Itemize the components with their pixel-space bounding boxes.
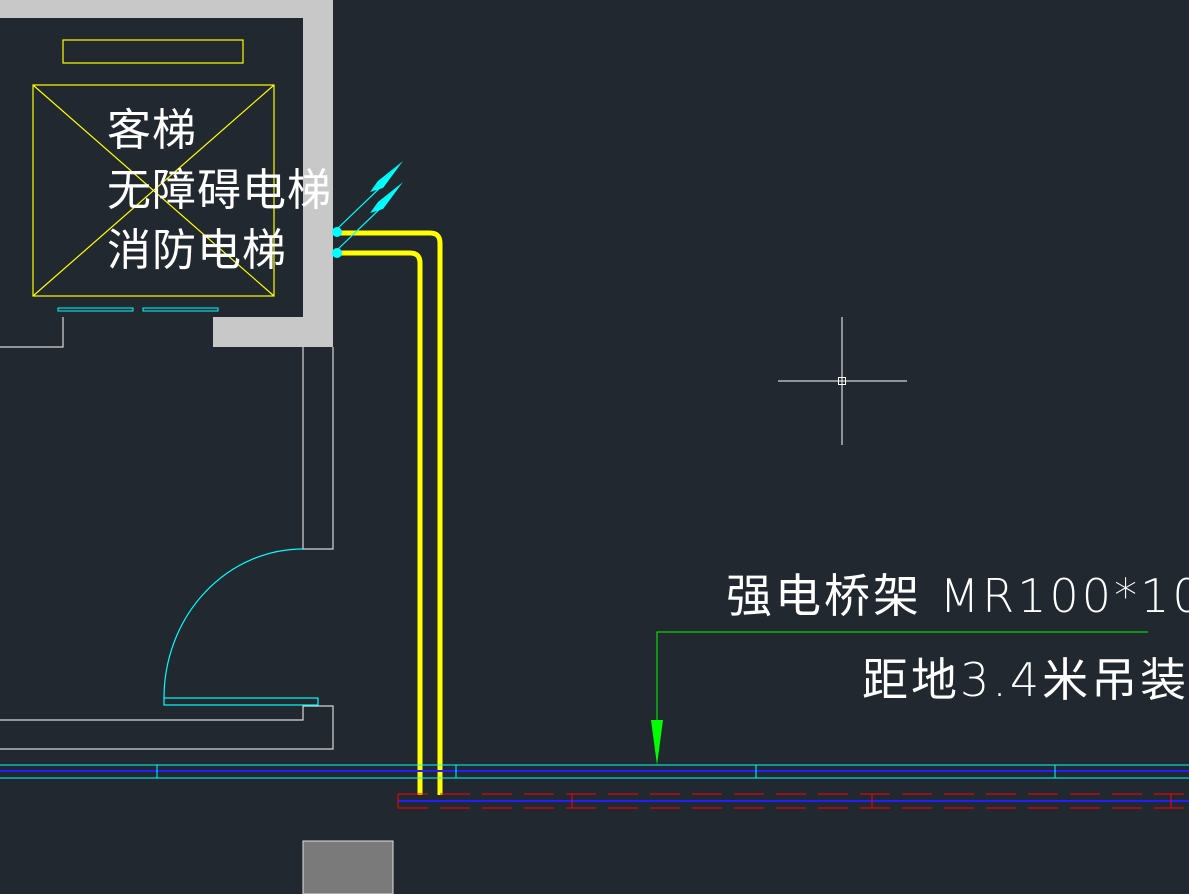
arrow-down-icon (651, 720, 663, 765)
mount-height-label: 距地3.4米吊装 (862, 653, 1189, 707)
conduits (338, 230, 443, 795)
cable-tray-upper (0, 764, 1189, 779)
elevator-label-passenger: 客梯 (107, 105, 197, 156)
riser-arrows (332, 161, 403, 258)
elevator-car (32, 39, 275, 297)
elevator-doors (57, 307, 219, 312)
elevator-cross-line (32, 84, 275, 297)
leader-line (651, 631, 1148, 765)
cable-tray-lower (397, 793, 1189, 809)
conduit-lower (338, 250, 423, 795)
room-walls (0, 317, 334, 750)
door-swing (163, 548, 319, 706)
elevator-panel (62, 39, 244, 64)
structural-column (302, 840, 394, 894)
crosshair-cursor-icon (778, 317, 907, 445)
elevator-label-fire: 消防电梯 (107, 225, 287, 276)
elevator-car-frame (32, 84, 275, 297)
tray-spec-label: 强电桥架 MR100*100 (726, 569, 1189, 623)
conduit-upper (338, 230, 443, 795)
elevator-label-accessible: 无障碍电梯 (107, 165, 332, 216)
